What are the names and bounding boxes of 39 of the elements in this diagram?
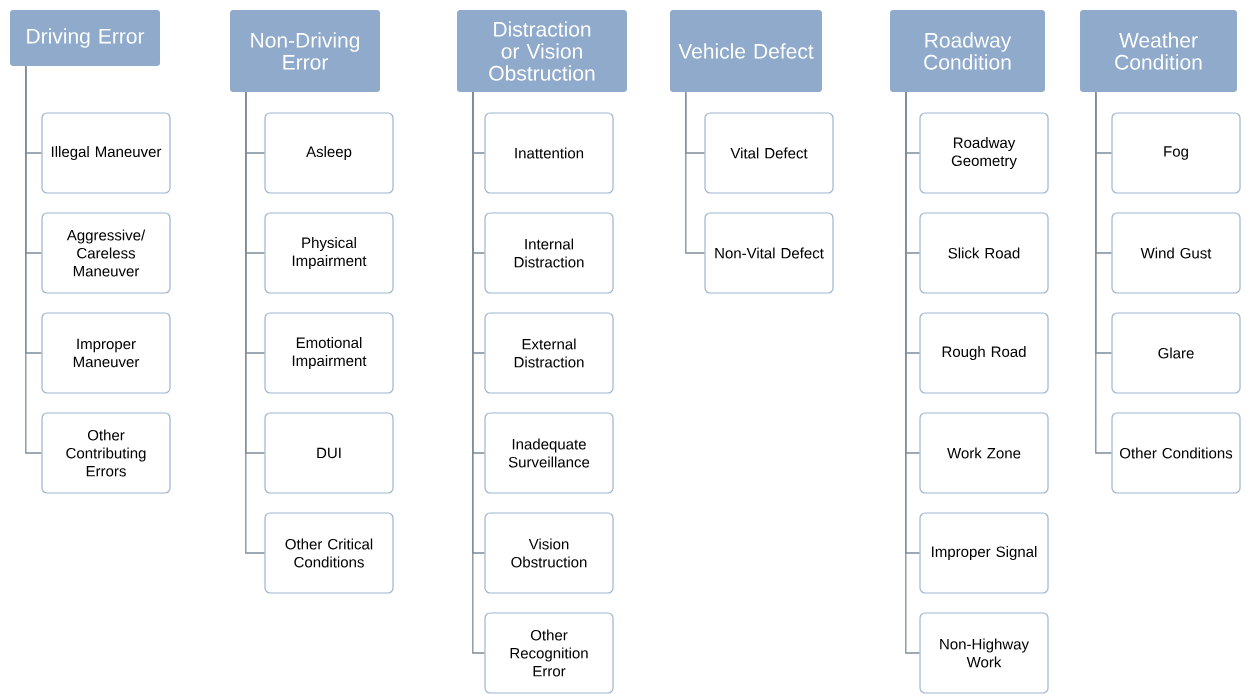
item-box: Other Recognition Error (484, 612, 614, 694)
item-box: Illegal Maneuver (41, 112, 171, 194)
connector-line (25, 65, 43, 454)
item-box: Slick Road (919, 212, 1049, 294)
item-box: Improper Maneuver (41, 312, 171, 394)
category-header: Driving Error (10, 10, 160, 66)
category-header: Non-Driving Error (230, 10, 380, 92)
item-box: Non-Highway Work (919, 612, 1049, 694)
item-box: Other Critical Conditions (264, 512, 394, 594)
category-header: Vehicle Defect (670, 10, 822, 92)
connector-line (1095, 91, 1113, 454)
item-box: Vision Obstruction (484, 512, 614, 594)
item-box: Roadway Geometry (919, 112, 1049, 194)
connector-line (245, 91, 266, 554)
connector-line (905, 91, 921, 654)
item-box: Work Zone (919, 412, 1049, 494)
item-box: Inadequate Surveillance (484, 412, 614, 494)
item-box: Internal Distraction (484, 212, 614, 294)
item-box: Other Conditions (1111, 412, 1241, 494)
item-box: Fog (1111, 112, 1241, 194)
item-box: Improper Signal (919, 512, 1049, 594)
item-box: Aggressive/ Careless Maneuver (41, 212, 171, 294)
item-box: DUI (264, 412, 394, 494)
connector-line (472, 91, 486, 654)
item-box: Emotional Impairment (264, 312, 394, 394)
item-box: External Distraction (484, 312, 614, 394)
connector-line (685, 91, 706, 254)
category-header: Roadway Condition (890, 10, 1045, 92)
item-box: Physical Impairment (264, 212, 394, 294)
item-box: Other Contributing Errors (41, 412, 171, 494)
item-box: Vital Defect (704, 112, 834, 194)
item-box: Rough Road (919, 312, 1049, 394)
item-box: Inattention (484, 112, 614, 194)
item-box: Non-Vital Defect (704, 212, 834, 294)
category-header: Weather Condition (1080, 10, 1237, 92)
item-box: Glare (1111, 312, 1241, 394)
item-box: Asleep (264, 112, 394, 194)
category-header: Distraction or Vision Obstruction (457, 10, 627, 92)
item-box: Wind Gust (1111, 212, 1241, 294)
